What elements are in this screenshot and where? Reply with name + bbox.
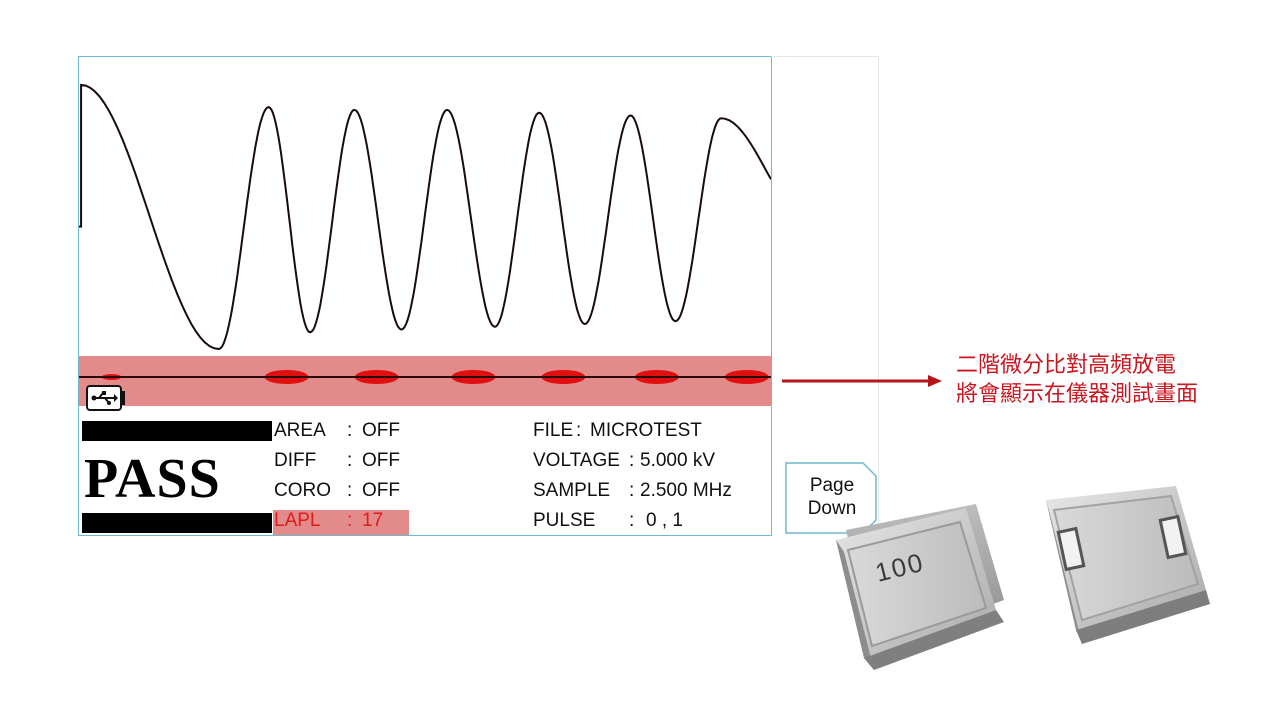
inductor-photo: 100: [836, 486, 1210, 670]
area-sep: :: [347, 420, 353, 441]
screen-side-panel: [771, 56, 879, 535]
page-down-line1: Page: [809, 475, 855, 496]
pulse-value: 0 , 1: [646, 510, 683, 531]
inductor-chip-side: [1046, 486, 1210, 644]
file-label: FILE: [533, 420, 574, 441]
pulse-sep: :: [629, 510, 635, 531]
waveform-plot: [79, 83, 771, 351]
pass-bottom-bar: [82, 513, 272, 533]
area-label: AREA: [274, 420, 326, 441]
coro-label: CORO: [274, 480, 331, 501]
coro-value: OFF: [362, 480, 400, 501]
area-value: OFF: [362, 420, 400, 441]
annotation-line1: 二階微分比對高頻放電: [956, 353, 1177, 378]
voltage-sep: :: [629, 450, 635, 471]
pulse-label: PULSE: [533, 510, 596, 531]
file-sep: :: [576, 420, 582, 441]
lapl-sep: :: [347, 510, 353, 531]
voltage-label: VOLTAGE: [533, 450, 620, 471]
pass-top-bar: [82, 421, 272, 441]
annotation-arrow: [782, 375, 942, 387]
usb-icon: [86, 385, 125, 411]
tester-screen: PASS AREA : OFF DIFF : OFF CORO : OFF LA…: [78, 56, 772, 536]
file-value: MICROTEST: [590, 420, 702, 441]
coro-sep: :: [347, 480, 353, 501]
diff-sep: :: [347, 450, 353, 471]
inductor-chip-front: 100: [836, 504, 1004, 670]
test-result: PASS: [84, 448, 221, 510]
page-down-line2: Down: [807, 498, 857, 519]
lapl-label: LAPL: [274, 510, 321, 531]
second-derivative-band: [79, 356, 771, 406]
sample-value: 2.500 MHz: [640, 480, 732, 501]
sample-sep: :: [629, 480, 635, 501]
waveform-line: [79, 83, 771, 351]
voltage-value: 5.000 kV: [640, 450, 715, 471]
diff-value: OFF: [362, 450, 400, 471]
lapl-highlight: [273, 510, 409, 535]
page-down-button[interactable]: Page Down: [785, 462, 877, 534]
diff-label: DIFF: [274, 450, 317, 471]
sample-label: SAMPLE: [533, 480, 611, 501]
lapl-value: 17: [362, 510, 384, 531]
second-derivative-trace: [79, 370, 771, 384]
annotation-line2: 將會顯示在儀器測試畫面: [956, 382, 1199, 407]
